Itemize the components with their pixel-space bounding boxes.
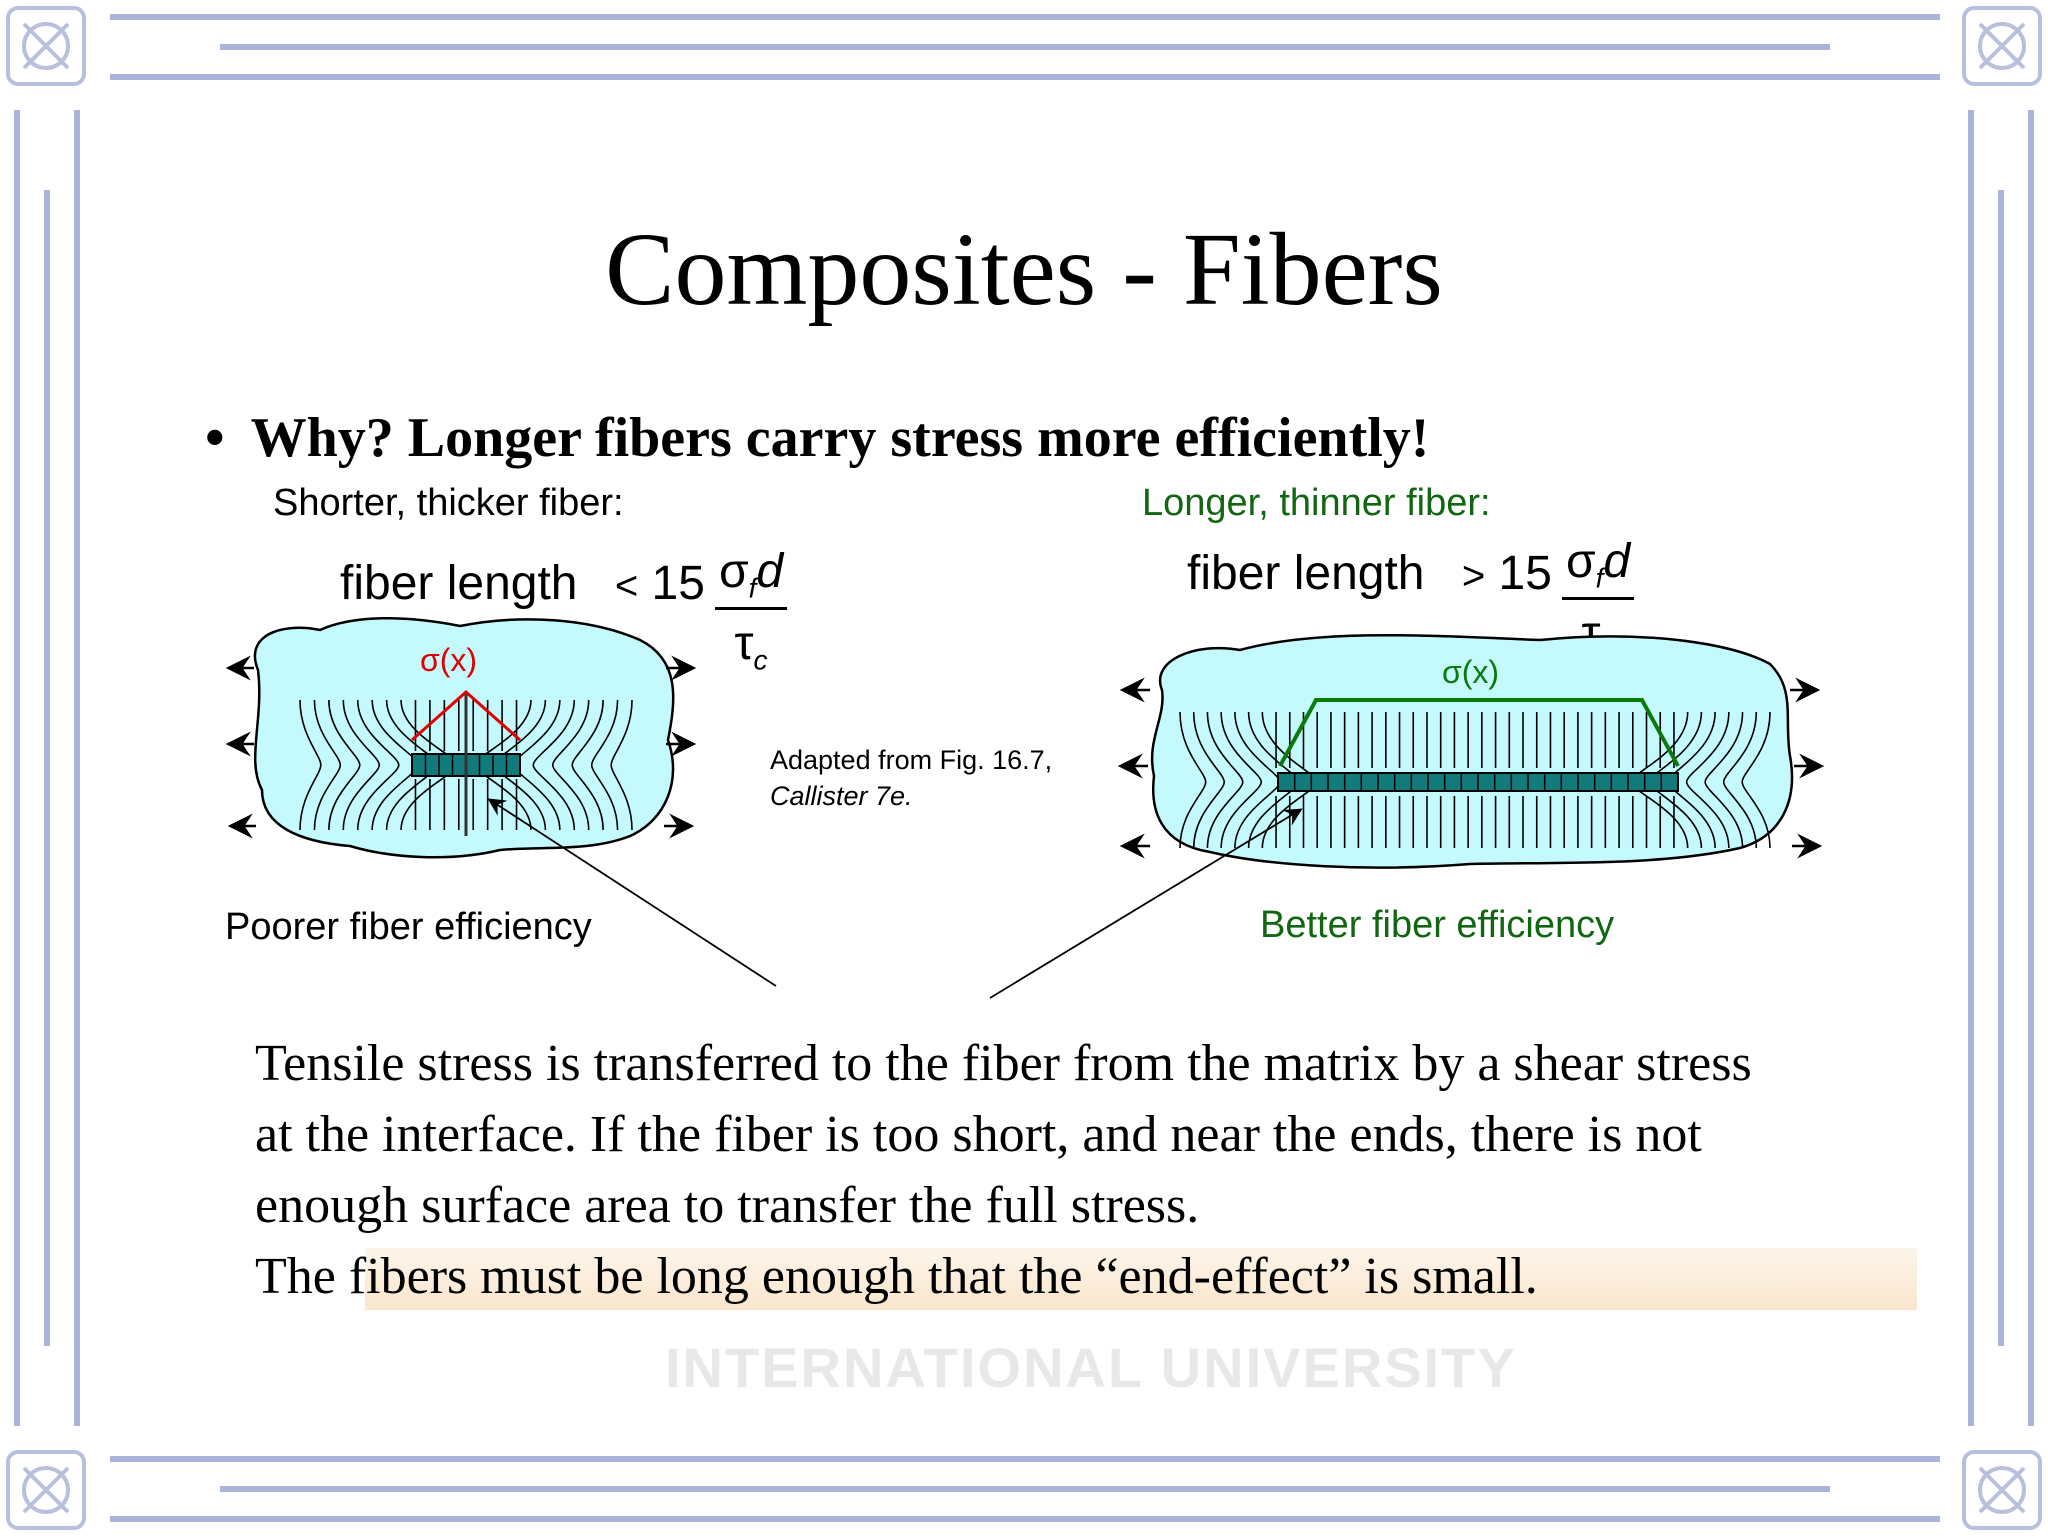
right-eq-sigma: σ (1565, 535, 1596, 588)
pointer-line-left (487, 798, 777, 987)
explanation-line-2: at the interface. If the fiber is too sh… (255, 1106, 1702, 1163)
left-eq-prefix: fiber length (340, 556, 578, 610)
stress-line (342, 699, 381, 831)
watermark-text: INTERNATIONAL UNIVERSITY (665, 1336, 1517, 1399)
left-stress-curve (411, 689, 521, 742)
stress-line (1704, 711, 1744, 849)
stress-line (590, 699, 619, 831)
explanation-line-3: enough surface area to transfer the full… (255, 1177, 1200, 1234)
stress-line (1685, 711, 1730, 849)
adapted-line2: Callister 7e. (770, 781, 913, 811)
left-eq-d: d (756, 545, 784, 598)
left-stress-label: σ(x) (420, 642, 478, 678)
right-eq-constant: 15 (1498, 546, 1552, 600)
right-stress-label: σ(x) (1442, 654, 1500, 690)
text-highlight (365, 1248, 1917, 1310)
left-eq-tau-sub: c (753, 644, 768, 676)
right-stress-curve (1278, 698, 1680, 767)
right-eq-sigma-sub: f (1595, 562, 1604, 594)
stress-line (313, 699, 342, 831)
explanation-text: Tensile stress is transferred to the fib… (255, 1028, 1955, 1312)
stress-line (532, 699, 576, 831)
explanation-line-4: The fibers must be long enough that the … (255, 1248, 1538, 1305)
stress-line (571, 699, 604, 831)
stress-line (1179, 711, 1207, 849)
bullet-text: Why? Longer fibers carry stress more eff… (250, 407, 1430, 469)
adapted-line1: Adapted from Fig. 16.7, (770, 745, 1053, 775)
stress-line (1741, 711, 1771, 849)
bullet-point: • Why? Longer fibers carry stress more ef… (205, 406, 1429, 470)
bullet-dot: • (205, 407, 225, 469)
stress-line (328, 699, 361, 831)
right-eq-prefix: fiber length (1187, 546, 1425, 600)
left-eq-operator: < (614, 563, 639, 608)
stress-line (551, 699, 590, 831)
stress-line (1206, 711, 1244, 849)
right-fiber-segments (1293, 773, 1663, 791)
left-load-arrows (225, 655, 697, 839)
pointer-line-right (989, 808, 1303, 999)
explanation-line-1: Tensile stress is transferred to the fib… (255, 1035, 1752, 1092)
right-eq-d: d (1603, 535, 1631, 588)
stress-line (1192, 711, 1226, 849)
left-diagram (225, 617, 697, 859)
right-eq-operator: > (1461, 553, 1486, 598)
stress-line (610, 699, 633, 831)
left-eq-tau: τ (734, 616, 754, 670)
stress-line (1220, 711, 1263, 849)
stress-line (356, 699, 400, 831)
slide-title: Composites - Fibers (605, 212, 1443, 327)
right-load-arrows (1117, 677, 1825, 859)
right-diagram (1117, 634, 1825, 869)
stress-line (1722, 711, 1758, 849)
left-eq-sigma: σ (718, 545, 749, 598)
adapted-note: Adapted from Fig. 16.7, Callister 7e. (770, 742, 1052, 814)
left-caption: Shorter, thicker fiber: (273, 482, 624, 524)
right-caption: Longer, thinner fiber: (1142, 482, 1491, 524)
left-eq-sigma-sub: f (748, 572, 757, 604)
left-matrix-blob (253, 617, 675, 859)
right-efficiency-label: Better fiber efficiency (1260, 904, 1615, 946)
stress-line (299, 699, 322, 831)
left-eq-constant: 15 (651, 556, 705, 610)
left-efficiency-label: Poorer fiber efficiency (225, 906, 592, 948)
